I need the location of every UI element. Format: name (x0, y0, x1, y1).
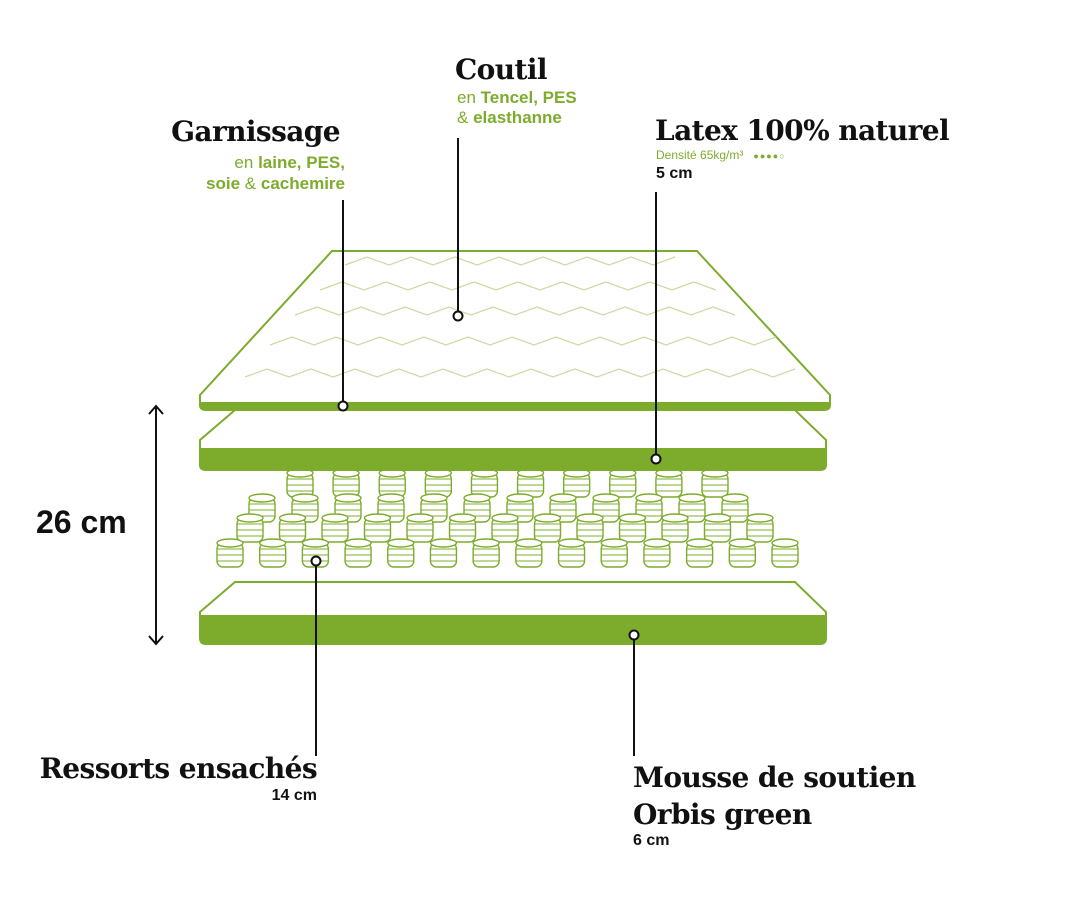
pocket-spring (618, 513, 647, 543)
pocket-spring (286, 468, 314, 498)
pocket-spring (533, 513, 562, 543)
pocket-springs-layer (216, 468, 799, 568)
pocket-spring (344, 538, 372, 568)
pocket-spring (448, 513, 477, 543)
quilting-line (319, 281, 717, 291)
mousse-thickness: 6 cm (633, 832, 670, 849)
pocket-spring (515, 538, 543, 568)
pocket-spring (701, 468, 729, 498)
pocket-spring (655, 468, 683, 498)
pocket-spring (609, 468, 637, 498)
pocket-spring (321, 513, 349, 543)
pocket-spring (703, 513, 732, 543)
ressorts-thickness: 14 cm (271, 787, 317, 804)
garnissage-materials-line1: en laine, PES, (234, 153, 345, 172)
garnissage-title: Garnissage (171, 115, 340, 148)
coutil-title: Coutil (455, 53, 548, 86)
pocket-spring (576, 513, 604, 543)
pocket-spring (363, 513, 392, 543)
pocket-spring (332, 468, 360, 498)
pocket-spring (562, 468, 591, 498)
quilting-line (294, 306, 736, 316)
pocket-spring (258, 538, 287, 568)
support-foam-layer (199, 581, 827, 645)
pocket-spring (643, 538, 671, 568)
pocket-spring (216, 538, 244, 568)
garnissage-materials-line2: soie & cachemire (206, 174, 345, 193)
latex-thickness: 5 cm (656, 165, 693, 182)
pocket-spring (236, 513, 264, 543)
pocket-spring (746, 513, 774, 543)
pocket-spring (600, 538, 628, 568)
latex-layer (199, 409, 827, 471)
quilting-line (244, 368, 796, 378)
pocket-spring (424, 468, 453, 498)
height-dimension-arrow (148, 404, 164, 646)
pocket-spring (472, 538, 500, 568)
pocket-spring (771, 538, 799, 568)
mousse-title-line2: Orbis green (633, 798, 812, 831)
quilting-pattern (244, 256, 796, 378)
latex-title: Latex 100% naturel (655, 114, 950, 147)
pocket-spring (387, 538, 415, 568)
pocket-spring (470, 468, 499, 498)
latex-density: Densité 65kg/m³ ●●●●○ (656, 148, 786, 162)
pocket-spring (728, 538, 757, 568)
height-label: 26 cm (36, 504, 127, 540)
pocket-spring (557, 538, 586, 568)
quilting-line (269, 336, 777, 346)
mousse-title-line1: Mousse de soutien (633, 761, 916, 794)
coutil-materials-line1: en Tencel, PES (457, 88, 577, 107)
pocket-spring (278, 513, 307, 543)
pocket-spring (661, 513, 689, 543)
leader-lines (310, 138, 662, 756)
pocket-spring (429, 538, 458, 568)
pocket-spring (406, 513, 434, 543)
coutil-materials-line2: & elasthanne (457, 108, 562, 127)
pocket-spring (685, 538, 714, 568)
pocket-spring (592, 493, 620, 523)
pocket-spring (378, 468, 406, 498)
density-rating-icon: ●●●●○ (753, 151, 786, 161)
pocket-spring (516, 468, 545, 498)
ressorts-title: Ressorts ensachés (39, 752, 318, 785)
quilting-line (344, 256, 676, 266)
pocket-spring (491, 513, 519, 543)
ticking-layer (199, 250, 831, 411)
